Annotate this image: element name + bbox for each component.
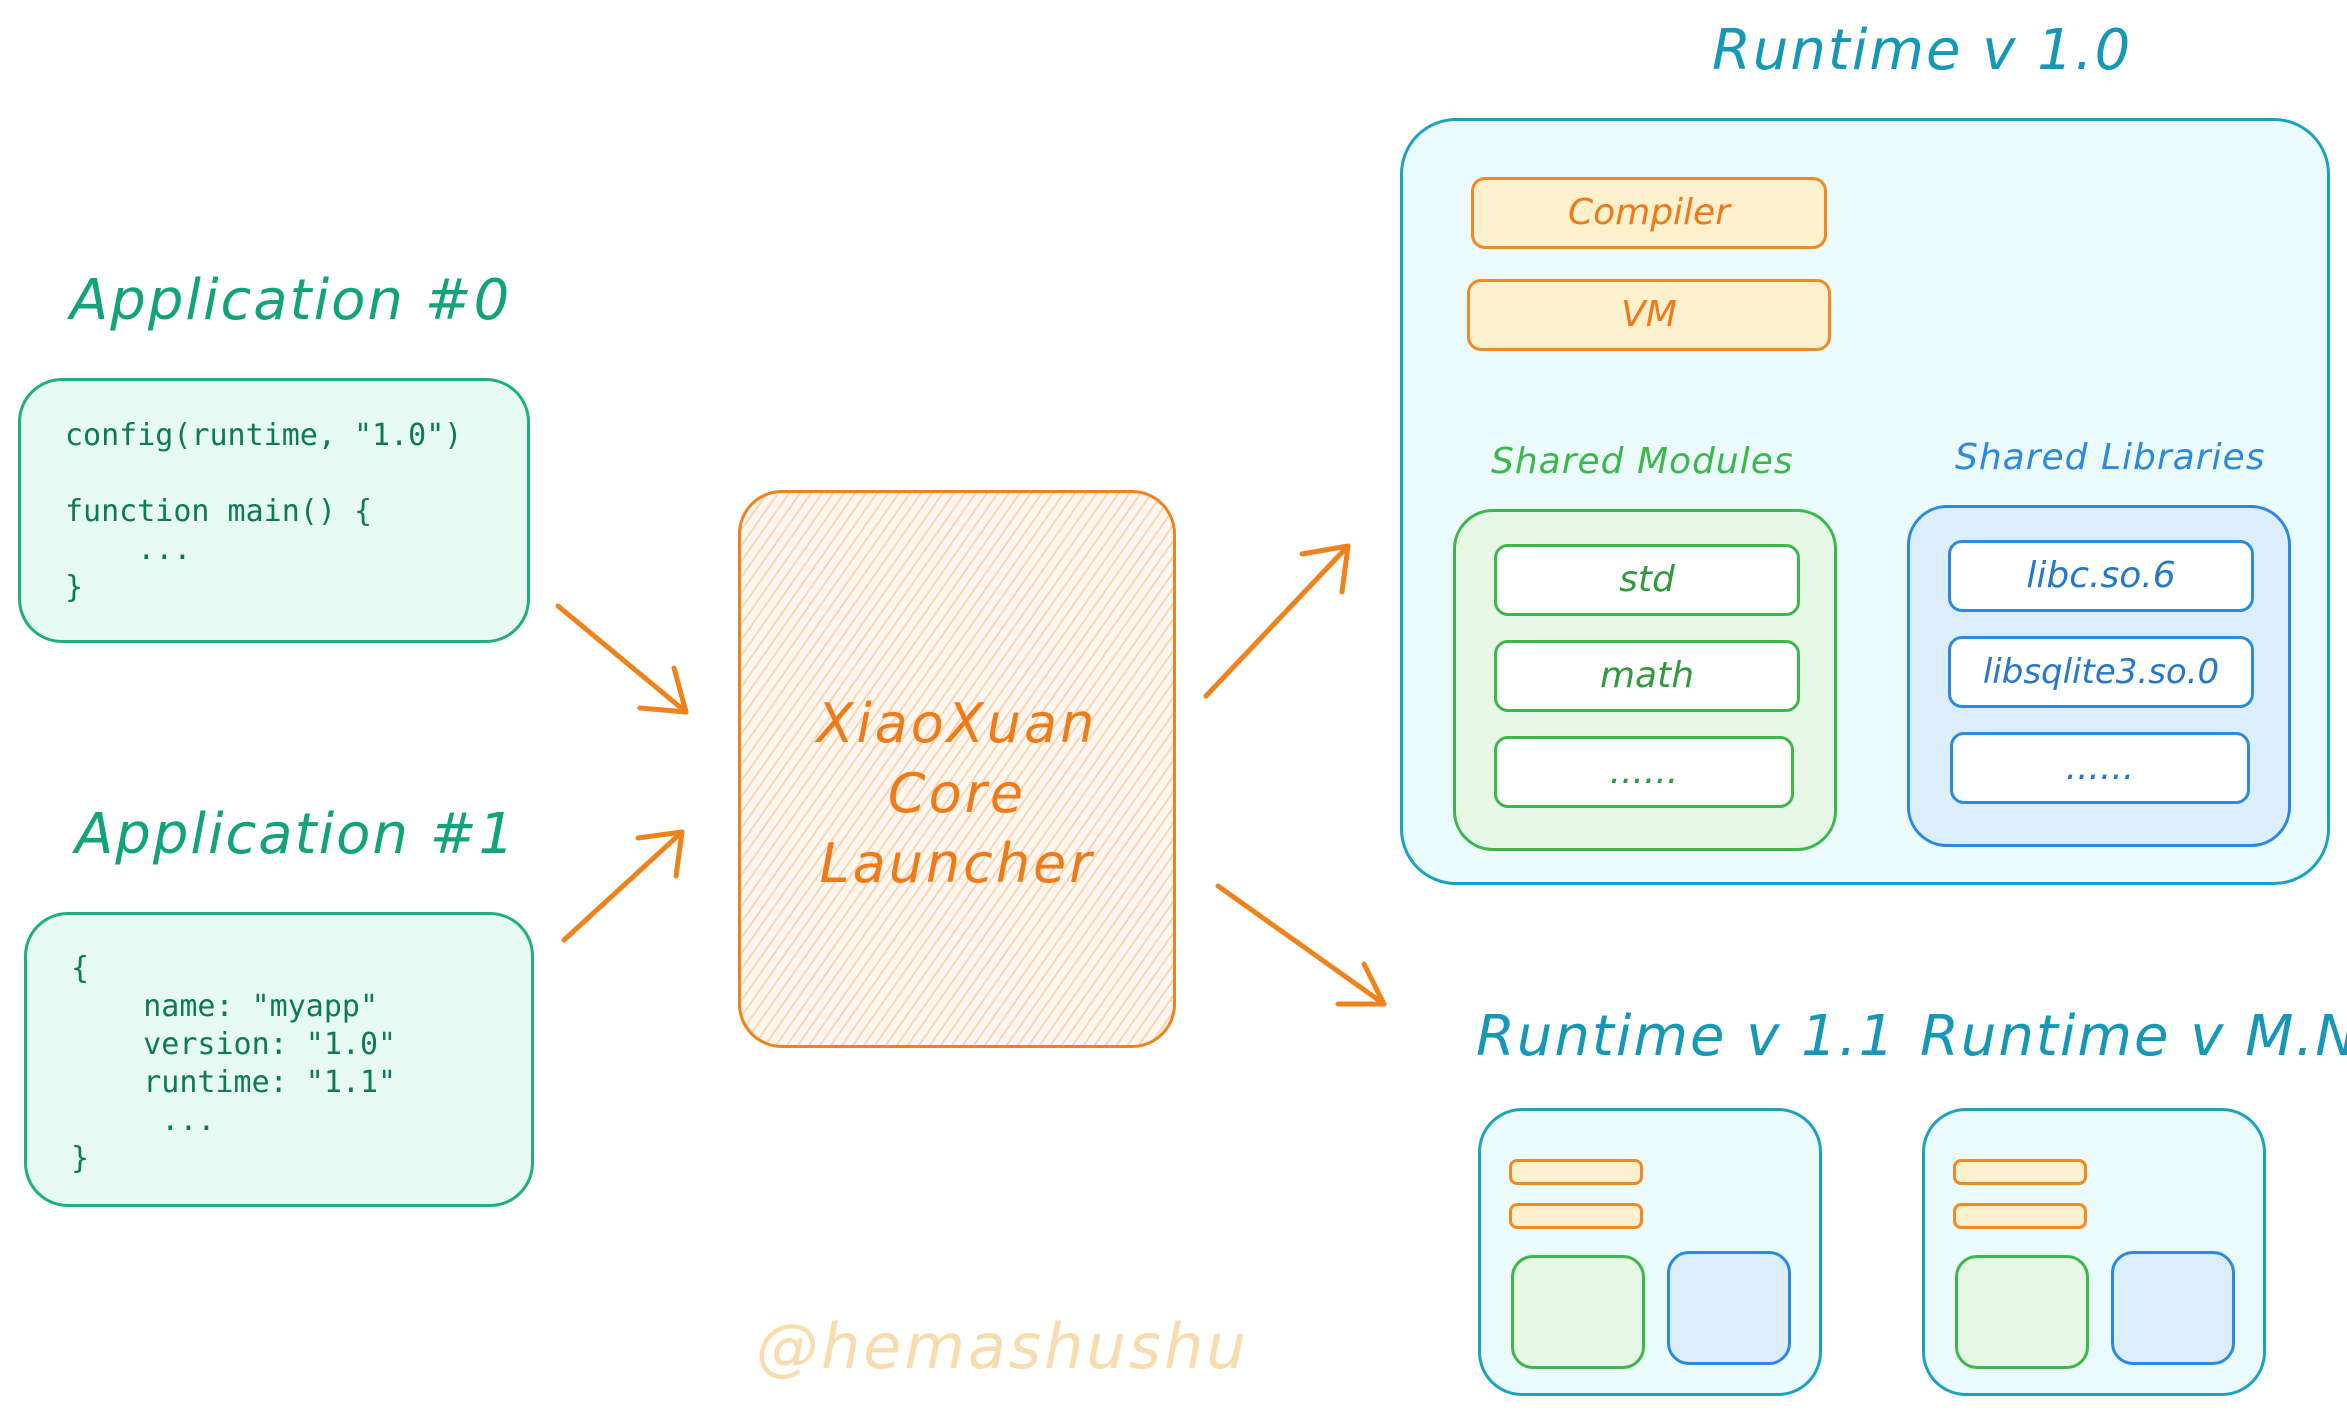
runtime-main-title: Runtime v 1.0: [1712, 18, 2133, 83]
runtime-11-modules: [1511, 1255, 1645, 1369]
library-item: libsqlite3.so.0: [1948, 636, 2254, 708]
runtime-mn-libraries: [2111, 1251, 2235, 1365]
app0-code-box: config(runtime, "1.0") function main() {…: [18, 378, 530, 643]
shared-modules-label: Shared Modules: [1491, 441, 1794, 482]
module-item: ......: [1494, 736, 1794, 808]
app1-code: { name: "myapp" version: "1.0" runtime: …: [71, 951, 397, 1176]
module-item: math: [1494, 640, 1800, 712]
app0-code: config(runtime, "1.0") function main() {…: [65, 418, 463, 605]
launcher-label: XiaoXuan Core Launcher: [741, 689, 1173, 899]
shared-libraries-label: Shared Libraries: [1955, 437, 2266, 478]
shared-modules-box: std math ......: [1453, 509, 1837, 851]
vm-bar: VM: [1467, 279, 1831, 351]
launcher-label-line2: Launcher: [819, 832, 1095, 895]
runtime-mn-compiler-bar: [1953, 1159, 2087, 1185]
runtime-mn-modules: [1955, 1255, 2089, 1369]
module-item: std: [1494, 544, 1800, 616]
runtime-mn-vm-bar: [1953, 1203, 2087, 1229]
xiaoxuan-core-launcher: XiaoXuan Core Launcher: [738, 490, 1176, 1048]
runtime-11-libraries: [1667, 1251, 1791, 1365]
runtime-mn-box: [1922, 1108, 2266, 1396]
app1-title: Application #1: [75, 802, 517, 867]
library-item: libc.so.6: [1948, 540, 2254, 612]
runtime-11-title: Runtime v 1.1: [1476, 1004, 1897, 1069]
arrow-app1-to-launcher: [561, 829, 685, 943]
compiler-bar: Compiler: [1471, 177, 1827, 249]
arrow-app0-to-launcher: [555, 603, 689, 715]
arrow-launcher-to-runtime-main: [1203, 543, 1351, 699]
app0-title: Application #0: [70, 268, 512, 333]
runtime-main-box: Compiler VM Shared Modules std math ....…: [1400, 118, 2330, 885]
shared-libraries-box: libc.so.6 libsqlite3.so.0 ......: [1907, 505, 2291, 847]
app1-code-box: { name: "myapp" version: "1.0" runtime: …: [24, 912, 534, 1207]
watermark-text: @hemashushu: [756, 1310, 1249, 1383]
runtime-11-compiler-bar: [1509, 1159, 1643, 1185]
runtime-11-box: [1478, 1108, 1822, 1396]
library-item: ......: [1950, 732, 2250, 804]
runtime-mn-title: Runtime v M.N: [1920, 1004, 2347, 1069]
arrow-launcher-to-runtime-11: [1215, 883, 1387, 1007]
runtime-11-vm-bar: [1509, 1203, 1643, 1229]
launcher-label-line1: XiaoXuan Core: [816, 692, 1098, 825]
